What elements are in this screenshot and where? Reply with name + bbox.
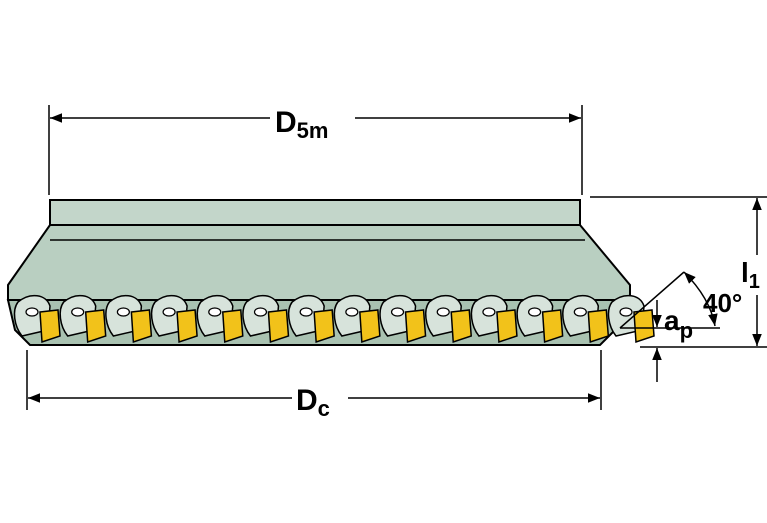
insert-pocket	[59, 294, 107, 344]
coolant-hole	[390, 307, 405, 317]
insert	[84, 309, 107, 344]
coolant-hole	[619, 307, 633, 317]
cutting-inserts	[13, 294, 655, 344]
insert	[587, 309, 610, 344]
coolant-hole	[116, 307, 130, 317]
angle-leg	[619, 271, 685, 329]
coolant-hole	[162, 307, 176, 317]
insert	[404, 309, 427, 344]
insert	[496, 309, 518, 344]
coolant-hole	[528, 307, 542, 317]
insert-pocket	[287, 294, 335, 344]
angle-label: 40°	[703, 288, 742, 318]
angle-arc	[683, 271, 718, 327]
coolant-hole	[71, 307, 85, 317]
insert-pocket	[562, 294, 610, 344]
insert-pocket	[150, 294, 198, 344]
coolant-hole	[253, 307, 268, 317]
insert	[313, 309, 335, 344]
l1-label: l1	[741, 257, 760, 293]
coolant-hole	[436, 307, 450, 317]
dimension-d5m: D5m	[48, 105, 583, 195]
d5m-label: D5m	[275, 106, 328, 143]
cutter-top-flange	[49, 199, 581, 226]
insert-pocket	[607, 294, 655, 344]
insert	[359, 309, 381, 344]
insert	[39, 309, 61, 344]
dimension-ap: ap 40°	[619, 271, 742, 382]
insert-pocket	[516, 294, 564, 344]
insert-pocket	[379, 294, 427, 344]
coolant-hole	[573, 307, 587, 317]
insert	[541, 309, 564, 344]
insert	[633, 309, 655, 344]
dimension-dc: Dc	[26, 350, 602, 421]
dc-label: Dc	[296, 384, 330, 421]
insert	[176, 309, 198, 344]
coolant-hole	[345, 307, 359, 317]
ap-label: ap	[664, 305, 693, 343]
insert-pocket	[425, 294, 473, 344]
insert-pocket	[196, 294, 244, 344]
coolant-hole	[299, 307, 313, 317]
insert	[221, 309, 244, 344]
insert-pocket	[105, 294, 153, 344]
insert	[450, 309, 473, 344]
insert	[130, 309, 153, 344]
coolant-hole	[25, 307, 39, 317]
insert-pocket	[242, 294, 290, 344]
cutter-conical-body	[7, 224, 631, 301]
insert-pocket	[470, 294, 518, 344]
coolant-hole	[208, 307, 222, 317]
insert-pocket	[13, 294, 61, 344]
insert-pocket	[333, 294, 381, 344]
insert	[267, 309, 290, 344]
coolant-hole	[482, 307, 496, 317]
dimension-l1: l1	[590, 196, 767, 348]
